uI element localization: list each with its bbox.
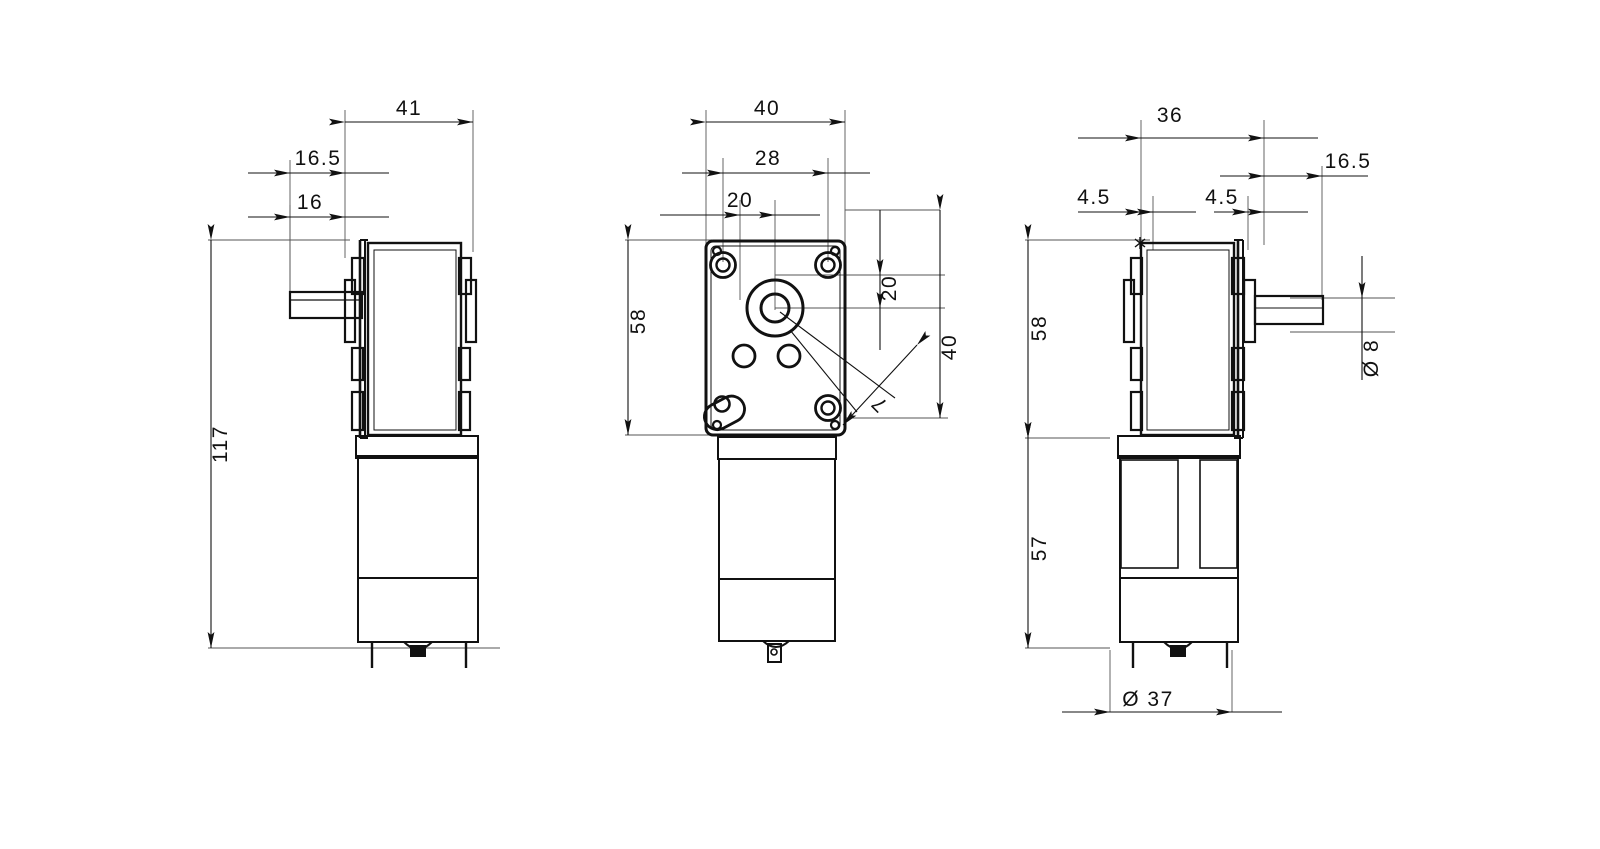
- dim-right-4-5-b: 4.5: [1205, 186, 1239, 209]
- dim-top-58: 58: [627, 308, 650, 334]
- dimension-lines-group: [207, 118, 1368, 716]
- dim-left-16: 16: [297, 191, 323, 214]
- dim-top-20: 20: [727, 189, 753, 212]
- top-view-geometry: [703, 239, 847, 663]
- left-view-geometry: [288, 239, 479, 668]
- dim-right-dia-8: Ø 8: [1360, 339, 1383, 377]
- dim-top-40: 40: [754, 97, 780, 120]
- dim-top-20-right: 20: [878, 275, 901, 301]
- dim-left-16-5: 16.5: [295, 147, 342, 170]
- dim-right-dia-37: Ø 37: [1122, 688, 1174, 711]
- dim-top-28: 28: [755, 147, 781, 170]
- dim-right-58: 58: [1028, 315, 1051, 341]
- dim-left-41: 41: [396, 97, 422, 120]
- dim-right-36: 36: [1157, 104, 1183, 127]
- dim-left-117: 117: [209, 425, 232, 463]
- dimension-text-group: 41 16.5 16 117 40 28 20 58 20 40 7 36 16…: [209, 97, 1383, 711]
- dim-right-57: 57: [1028, 535, 1051, 561]
- dim-right-4-5-a: 4.5: [1077, 186, 1111, 209]
- dim-right-16-5: 16.5: [1325, 150, 1372, 173]
- right-view-geometry: [1117, 237, 1325, 668]
- dim-top-40-right: 40: [938, 334, 961, 360]
